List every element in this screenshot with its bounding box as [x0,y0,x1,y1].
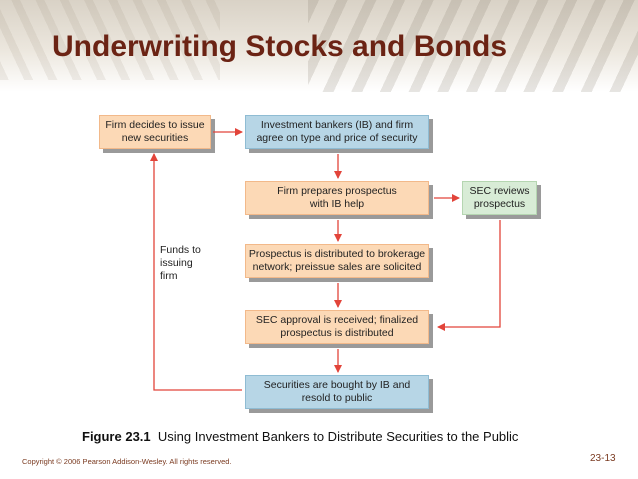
firm-decides-text: Firm decides to issue new securities [105,119,205,144]
figure-caption-text: Using Investment Bankers to Distribute S… [157,429,519,444]
slide-title: Underwriting Stocks and Bonds [52,30,508,63]
funds-label: Funds to issuing firm [160,244,201,282]
figure-caption: Figure 23.1 Using Investment Bankers to … [82,429,518,444]
firm-decides-box: Firm decides to issue new securities [99,115,211,149]
prospectus-distributed-text: Prospectus is distributed to brokerage n… [248,248,426,273]
securities-bought-text: Securities are bought by IB and resold t… [263,379,411,404]
arrow-sec-to-approval [437,220,501,331]
prospectus-text: Firm prepares prospectus with IB help [277,185,397,210]
page-number: 23-13 [590,453,616,464]
arrow-funds-to-firm [150,153,242,391]
header-banner [0,0,638,92]
securities-bought-box: Securities are bought by IB and resold t… [245,375,429,409]
prospectus-distributed-box: Prospectus is distributed to brokerage n… [245,244,429,278]
sec-approval-box: SEC approval is received; finalized pros… [245,310,429,344]
copyright-notice: Copyright © 2006 Pearson Addison-Wesley.… [22,457,232,466]
sec-approval-text: SEC approval is received; finalized pros… [255,314,419,339]
prospectus-box: Firm prepares prospectus with IB help [245,181,429,215]
sec-reviews-box: SEC reviews prospectus [462,181,537,215]
ib-agree-box: Investment bankers (IB) and firm agree o… [245,115,429,149]
figure-number: Figure 23.1 [82,429,151,444]
ib-agree-text: Investment bankers (IB) and firm agree o… [256,119,418,144]
sec-reviews-text: SEC reviews prospectus [469,185,530,210]
